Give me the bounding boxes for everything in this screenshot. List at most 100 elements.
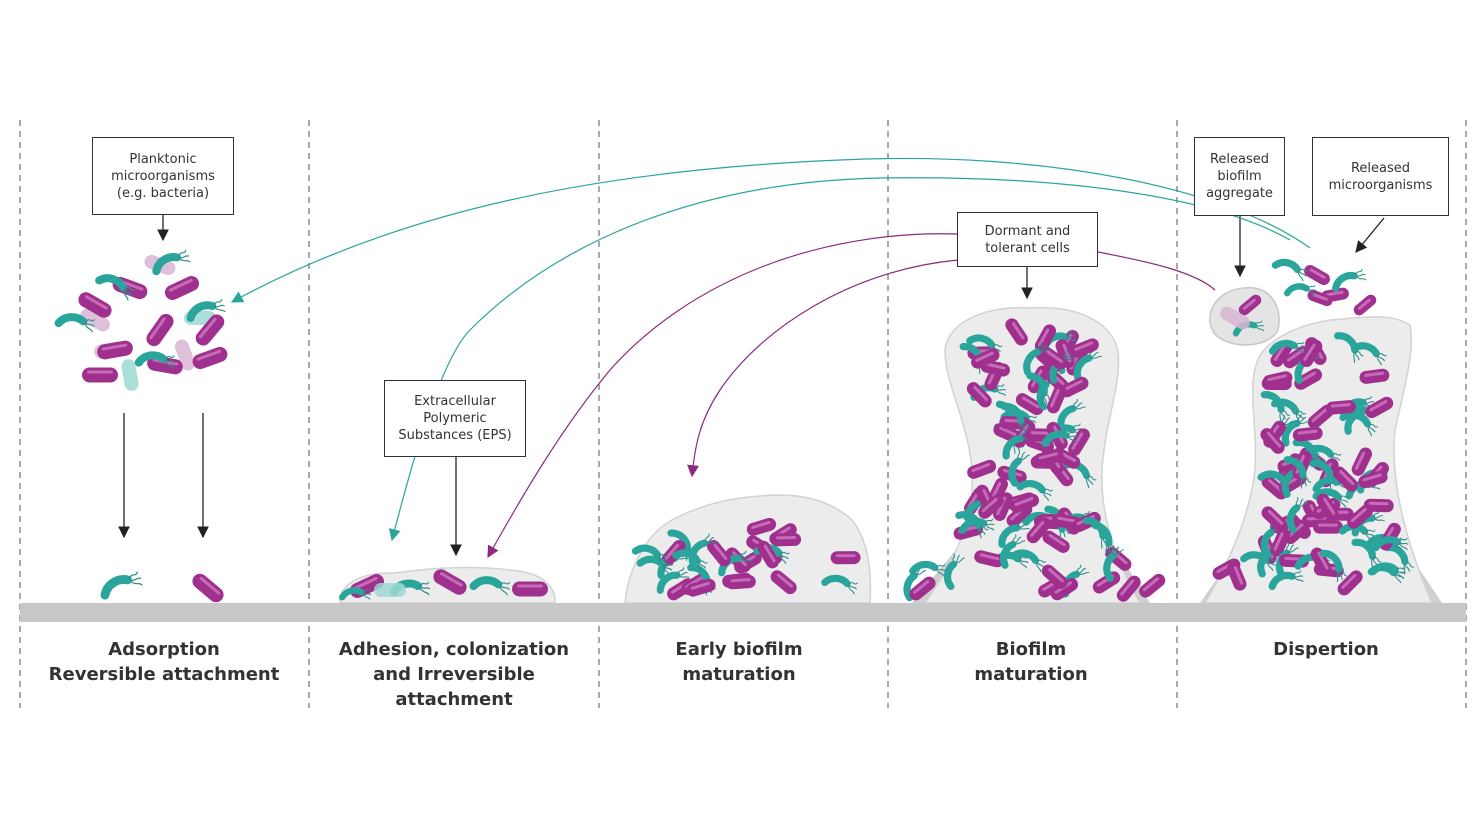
rod-bacterium — [512, 581, 548, 597]
rod-highlight — [1057, 516, 1077, 523]
flagellated-bacterium — [1041, 430, 1078, 448]
rod-highlight — [149, 317, 166, 340]
rod-highlight — [168, 278, 193, 292]
flagellated-bacterium — [100, 571, 143, 600]
label-line: Released — [1209, 152, 1270, 167]
stage-title-line: attachment — [395, 689, 513, 710]
stage-title-maturation: Biofilm maturation — [886, 637, 1176, 687]
rod-bacterium — [978, 494, 1004, 519]
rod-bacterium — [830, 551, 861, 565]
rod-highlight — [198, 317, 217, 339]
rod-highlight — [1325, 290, 1344, 297]
purple-arrow-to-early — [687, 259, 959, 478]
rod-highlight — [1350, 508, 1367, 523]
label-line: Substances (EPS) — [398, 428, 512, 443]
label-line: Dormant and — [984, 223, 1071, 239]
rod-highlight — [975, 351, 994, 362]
rod-highlight — [1038, 452, 1059, 460]
flagellated-bacterium — [1286, 497, 1309, 534]
rod-bacterium — [1041, 564, 1068, 589]
rod-bacterium — [146, 313, 174, 347]
rod-highlight — [971, 462, 991, 472]
rod-highlight — [1273, 343, 1287, 361]
arrow-released-micro — [1355, 217, 1385, 253]
rod-highlight — [1317, 523, 1338, 527]
rod-highlight — [1014, 496, 1034, 507]
flagellated-bacterium — [1283, 283, 1317, 297]
flagellated-bacterium — [1312, 488, 1350, 508]
rod-highlight — [763, 544, 776, 563]
rod-highlight — [196, 349, 222, 361]
faded-bacterium — [174, 339, 196, 371]
label-line: tolerant cells — [985, 240, 1070, 256]
rod-highlight — [1242, 298, 1256, 310]
flagellated-bacterium — [1351, 342, 1388, 366]
rod-highlight — [1362, 473, 1383, 482]
flagellated-bacterium — [958, 517, 995, 534]
rod-highlight — [1309, 268, 1326, 279]
label-line: biofilm — [1217, 169, 1262, 184]
bacteria-layer — [54, 249, 1414, 603]
label-eps: Extracellular Polymeric Substances (EPS) — [384, 380, 526, 457]
faded-bacterium — [121, 359, 139, 391]
rod-highlight — [1142, 577, 1159, 592]
flagellated-bacterium — [1319, 549, 1348, 583]
rod-highlight — [517, 584, 543, 588]
rod-highlight — [1312, 293, 1328, 301]
rod-bacterium — [164, 276, 200, 300]
flagellated-bacterium — [1268, 570, 1304, 591]
rod-highlight — [1339, 470, 1355, 486]
rod-highlight — [979, 553, 1000, 561]
flagellated-bacterium — [1283, 456, 1312, 489]
rod-bacterium — [1026, 517, 1051, 544]
label-line: microorganisms — [111, 168, 215, 184]
flagellated-bacterium — [54, 313, 96, 333]
rod-highlight — [776, 573, 793, 588]
label-planktonic: Planktonic microorganisms (e.g. bacteria… — [92, 137, 234, 215]
rod-highlight — [1364, 371, 1385, 377]
rod-highlight — [1273, 532, 1284, 551]
flagellated-bacterium — [1268, 339, 1306, 355]
stage-title-dispersion: Dispertion — [1181, 637, 1471, 662]
rod-bacterium — [725, 575, 756, 590]
rod-highlight — [1074, 341, 1094, 351]
rod-highlight — [1064, 379, 1083, 391]
rod-bacterium — [966, 382, 992, 408]
rod-highlight — [87, 370, 113, 374]
flagellated-bacterium — [1260, 391, 1290, 423]
flagellated-bacterium — [631, 544, 669, 567]
label-line: aggregate — [1206, 186, 1273, 201]
stage-title-early-maturation: Early biofilm maturation — [594, 637, 884, 687]
flagellated-bacterium — [1281, 413, 1310, 447]
flagellated-bacterium — [1271, 258, 1309, 282]
rod-highlight — [118, 279, 144, 291]
rod-highlight — [713, 543, 728, 560]
stage-title-line: and Irreversible — [373, 664, 535, 685]
rod-highlight — [1267, 509, 1284, 525]
rod-highlight — [835, 554, 856, 558]
flagellated-bacterium — [186, 299, 226, 323]
flagellated-bacterium — [152, 249, 191, 276]
rod-highlight — [1330, 403, 1351, 408]
flagellated-bacterium — [1091, 521, 1116, 556]
flagellated-bacterium — [134, 351, 176, 369]
flagellated-bacterium — [95, 274, 135, 301]
rod-highlight — [751, 520, 771, 529]
flagellated-bacterium — [672, 549, 709, 573]
rod-highlight — [1311, 408, 1328, 423]
stage-title-line: Reversible attachment — [48, 664, 280, 685]
stage-title-line: Adhesion, colonization — [338, 639, 570, 660]
rod-highlight — [990, 481, 1002, 501]
rod-highlight — [1317, 551, 1329, 570]
flagellated-bacterium — [1369, 562, 1406, 580]
label-dormant: Dormant and tolerant cells — [957, 212, 1098, 267]
rod-highlight — [1120, 579, 1135, 596]
stage-title-line: maturation — [682, 664, 796, 685]
rod-highlight — [1046, 350, 1064, 363]
stage-title-adsorption: Adsorption Reversible attachment — [19, 637, 309, 687]
label-line: Released — [1350, 160, 1411, 176]
rod-highlight — [999, 426, 1018, 437]
pointer-arrows — [118, 215, 1385, 557]
